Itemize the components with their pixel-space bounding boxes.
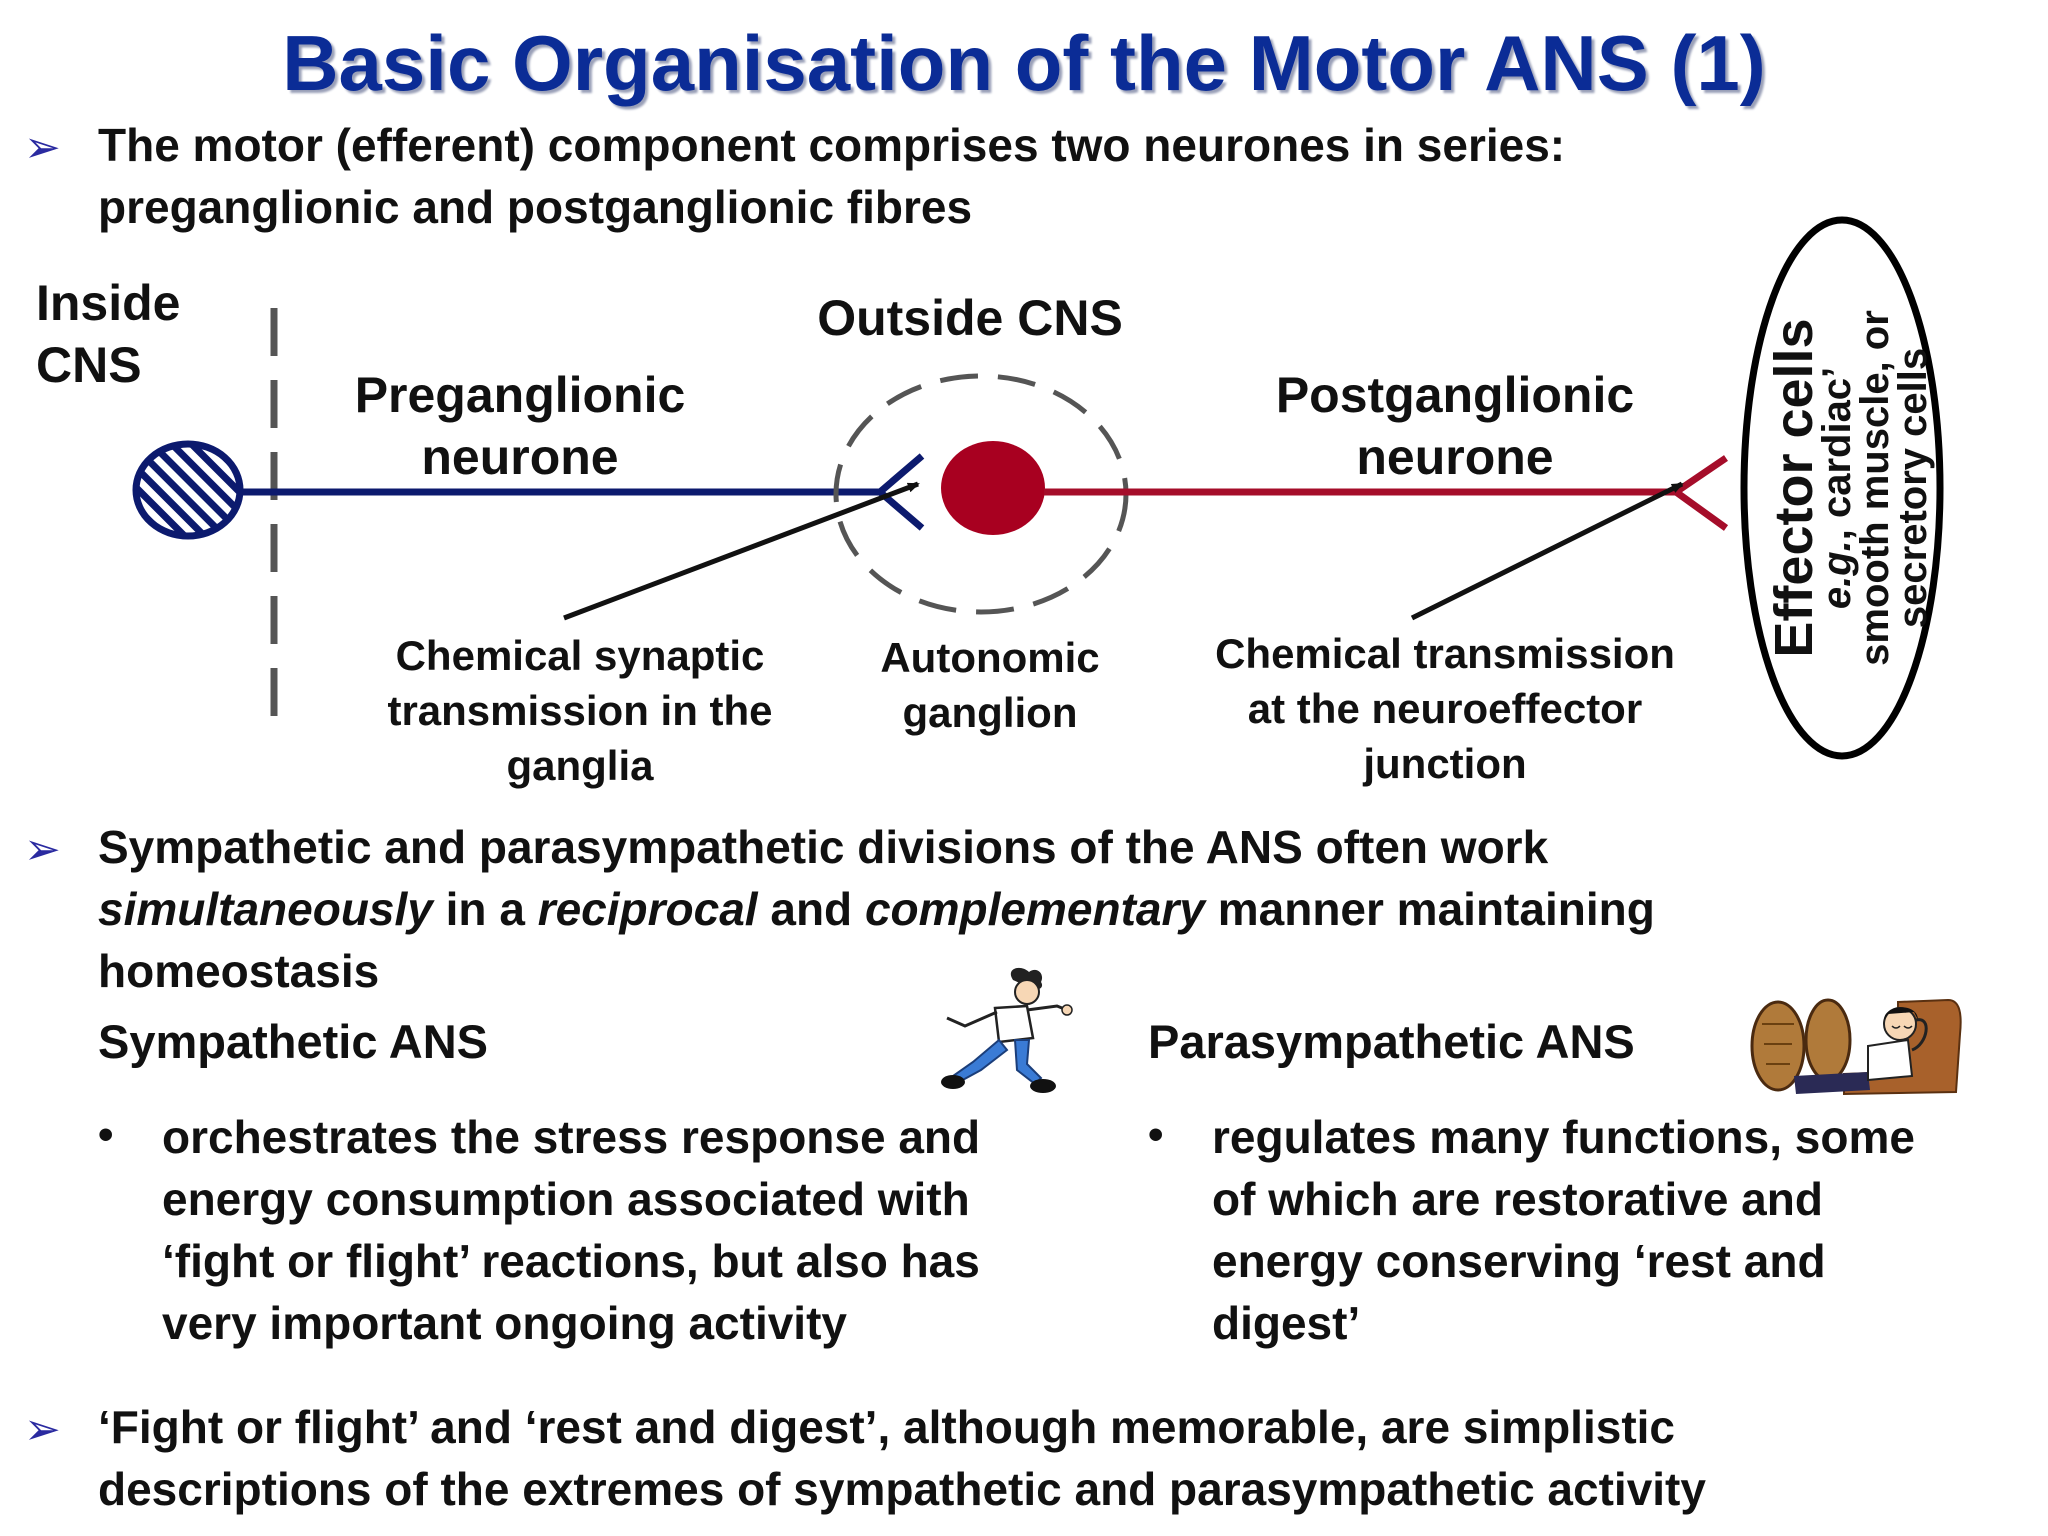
page-title: Basic Organisation of the Motor ANS (1)	[282, 19, 1766, 107]
postganglionic-cell-body	[941, 441, 1045, 535]
bullet1-line2: preganglionic and postganglionic fibres	[98, 181, 973, 233]
bullet-arrow-icon: ➢	[24, 123, 61, 172]
sympathetic-line1: orchestrates the stress response and	[162, 1111, 981, 1163]
bullet3-line1: ‘Fight or flight’ and ‘rest and digest’,…	[98, 1401, 1676, 1453]
synaptic-transmission-caption: Chemical synaptic transmission in the ga…	[340, 628, 820, 793]
bullet-arrow-icon: ➢	[24, 1405, 61, 1454]
neuroeffector-line2: at the neuroeffector	[1247, 685, 1643, 732]
bullet2-text: Sympathetic and parasympathetic division…	[98, 816, 1655, 1002]
neuroeffector-pointer-arrow	[1410, 481, 1684, 621]
preganglionic-cell-body	[132, 440, 244, 540]
autonomic-line1: Autonomic	[880, 634, 1100, 681]
sympathetic-heading: Sympathetic ANS	[98, 1015, 489, 1068]
bullet-arrow-icon: ➢	[24, 825, 61, 874]
neuroeffector-caption: Chemical transmission at the neuroeffect…	[1170, 626, 1720, 791]
parasympathetic-bullet: •	[1148, 1110, 1164, 1159]
bullet1-line1: The motor (efferent) component comprises…	[98, 119, 1566, 171]
parasympathetic-line2: of which are restorative and	[1212, 1173, 1823, 1225]
sympathetic-bullet: •	[98, 1110, 114, 1159]
parasympathetic-line1: regulates many functions, some	[1212, 1111, 1915, 1163]
synaptic-line3: ganglia	[506, 742, 654, 789]
effector-line4: secretory cells	[1891, 348, 1935, 628]
postganglionic-line2: neurone	[1356, 429, 1554, 485]
bullet2-in-a: in a	[432, 883, 538, 935]
preganglionic-terminal	[874, 453, 925, 531]
bullet2-and: and	[757, 883, 865, 935]
effector-cells-oval	[1740, 216, 1944, 760]
effector-eg: e.g.	[1815, 540, 1859, 609]
postganglionic-label: Postganglionic neurone	[1230, 364, 1680, 488]
bullet2-line3: homeostasis	[98, 945, 380, 997]
preganglionic-label: Preganglionic neurone	[320, 364, 720, 488]
preganglionic-line1: Preganglionic	[354, 367, 686, 423]
bullet3-line2: descriptions of the extremes of sympathe…	[98, 1463, 1706, 1515]
inside-cns-label: Inside CNS	[36, 272, 180, 396]
running-man-icon	[941, 967, 1073, 1093]
sympathetic-line2: energy consumption associated with	[162, 1173, 970, 1225]
postganglionic-terminal	[1669, 455, 1729, 531]
sympathetic-line3: ‘fight or flight’ reactions, but also ha…	[162, 1235, 980, 1287]
relaxing-man-icon	[1750, 998, 1962, 1096]
effector-example: e.g., cardiac’	[1815, 367, 1859, 609]
bullet2-line1: Sympathetic and parasympathetic division…	[98, 821, 1549, 873]
parasympathetic-line4: digest’	[1212, 1297, 1361, 1349]
synaptic-line1: Chemical synaptic	[395, 632, 765, 679]
bullet1-text: The motor (efferent) component comprises…	[98, 114, 1565, 238]
effector-line3: smooth muscle, or	[1853, 310, 1897, 666]
sympathetic-line4: very important ongoing activity	[162, 1297, 847, 1349]
effector-title: Effector cells	[1764, 318, 1824, 657]
parasympathetic-line3: energy conserving ‘rest and	[1212, 1235, 1826, 1287]
inside-cns-line1: Inside	[36, 275, 181, 331]
autonomic-ganglion-caption: Autonomic ganglion	[850, 630, 1130, 740]
bullet2-rest: manner maintaining	[1204, 883, 1655, 935]
postganglionic-line1: Postganglionic	[1275, 367, 1635, 423]
bullet2-reciprocal: reciprocal	[537, 883, 758, 935]
synapse-pointer-arrow	[563, 481, 920, 621]
parasympathetic-heading: Parasympathetic ANS	[1148, 1015, 1635, 1068]
bullet2-simultaneously: simultaneously	[98, 883, 433, 935]
bullet3-text: ‘Fight or flight’ and ‘rest and digest’,…	[98, 1396, 1706, 1520]
neuroeffector-line1: Chemical transmission	[1215, 630, 1675, 677]
inside-cns-line2: CNS	[36, 337, 142, 393]
preganglionic-line2: neurone	[421, 429, 619, 485]
outside-cns-label: Outside CNS	[817, 290, 1123, 346]
parasympathetic-description: regulates many functions, some of which …	[1212, 1106, 1915, 1354]
sympathetic-description: orchestrates the stress response and ene…	[162, 1106, 980, 1354]
effector-eg-rest: , cardiac’	[1815, 367, 1859, 540]
synaptic-line2: transmission in the	[387, 687, 773, 734]
bullet2-line2: simultaneously in a reciprocal and compl…	[98, 878, 1655, 940]
bullet2-complementary: complementary	[864, 883, 1205, 935]
neuroeffector-line3: junction	[1363, 740, 1527, 787]
autonomic-line2: ganglion	[902, 689, 1078, 736]
